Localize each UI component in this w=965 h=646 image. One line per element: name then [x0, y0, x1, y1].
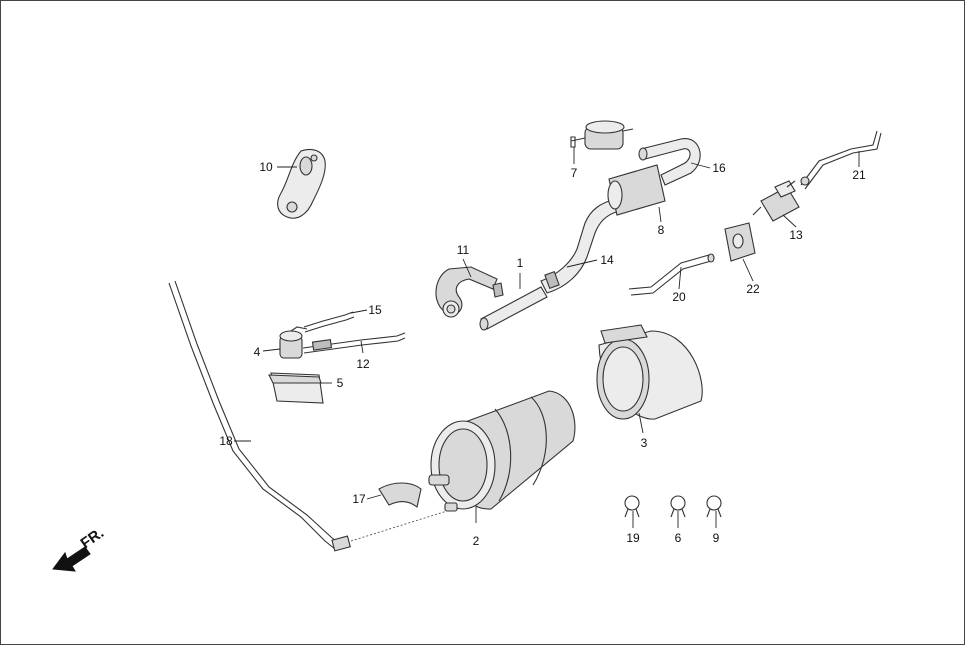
- part-2-canister: [428, 390, 576, 512]
- part-21-tube: [800, 130, 882, 190]
- part-8-filter: [607, 164, 666, 216]
- part-7-inline-filter: [570, 120, 634, 150]
- leader-lines: [234, 147, 860, 528]
- part-16-u-hose: [638, 138, 701, 186]
- callout-19: 19: [626, 531, 640, 545]
- part-17-elbow: [378, 482, 422, 508]
- callout-16: 16: [712, 161, 726, 175]
- part-9-clip: [706, 495, 722, 518]
- callout-4: 4: [254, 345, 261, 359]
- part-12-rod: [302, 332, 406, 354]
- callout-1: 1: [517, 256, 524, 270]
- part-18-breather-tube: [168, 280, 351, 552]
- callout-21: 21: [852, 168, 866, 182]
- part-10-bracket: [277, 148, 326, 219]
- callout-5: 5: [337, 376, 344, 390]
- dashed-connection: [350, 510, 448, 542]
- callout-8: 8: [658, 223, 665, 237]
- callout-18: 18: [219, 434, 233, 448]
- callout-13: 13: [789, 228, 803, 242]
- part-5-boot: [268, 372, 324, 404]
- callout-7: 7: [571, 166, 578, 180]
- part-15-hose: [303, 311, 355, 333]
- part-3-housing: [596, 324, 703, 420]
- callout-14: 14: [600, 253, 614, 267]
- part-14-hose: [540, 198, 620, 294]
- part-1-pipe: [479, 282, 548, 331]
- part-22-bracket: [724, 222, 756, 262]
- part-13-valve: [752, 180, 800, 222]
- front-direction-label: FR.: [78, 524, 108, 552]
- callout-15: 15: [368, 303, 382, 317]
- callout-9: 9: [713, 531, 720, 545]
- callout-11: 11: [457, 243, 470, 257]
- part-6-clip: [670, 495, 686, 518]
- part-20-hose: [628, 253, 715, 296]
- callout-3: 3: [641, 436, 648, 450]
- callout-20: 20: [672, 290, 686, 304]
- callout-12: 12: [356, 357, 370, 371]
- part-11-elbow: [435, 266, 498, 318]
- callout-10: 10: [259, 160, 273, 174]
- callout-17: 17: [352, 492, 366, 506]
- part-4-fitting: [279, 326, 308, 359]
- callout-6: 6: [675, 531, 682, 545]
- callout-22: 22: [746, 282, 760, 296]
- front-direction-arrow-icon: [52, 546, 91, 572]
- part-19-clip: [624, 495, 640, 518]
- callout-2: 2: [473, 534, 480, 548]
